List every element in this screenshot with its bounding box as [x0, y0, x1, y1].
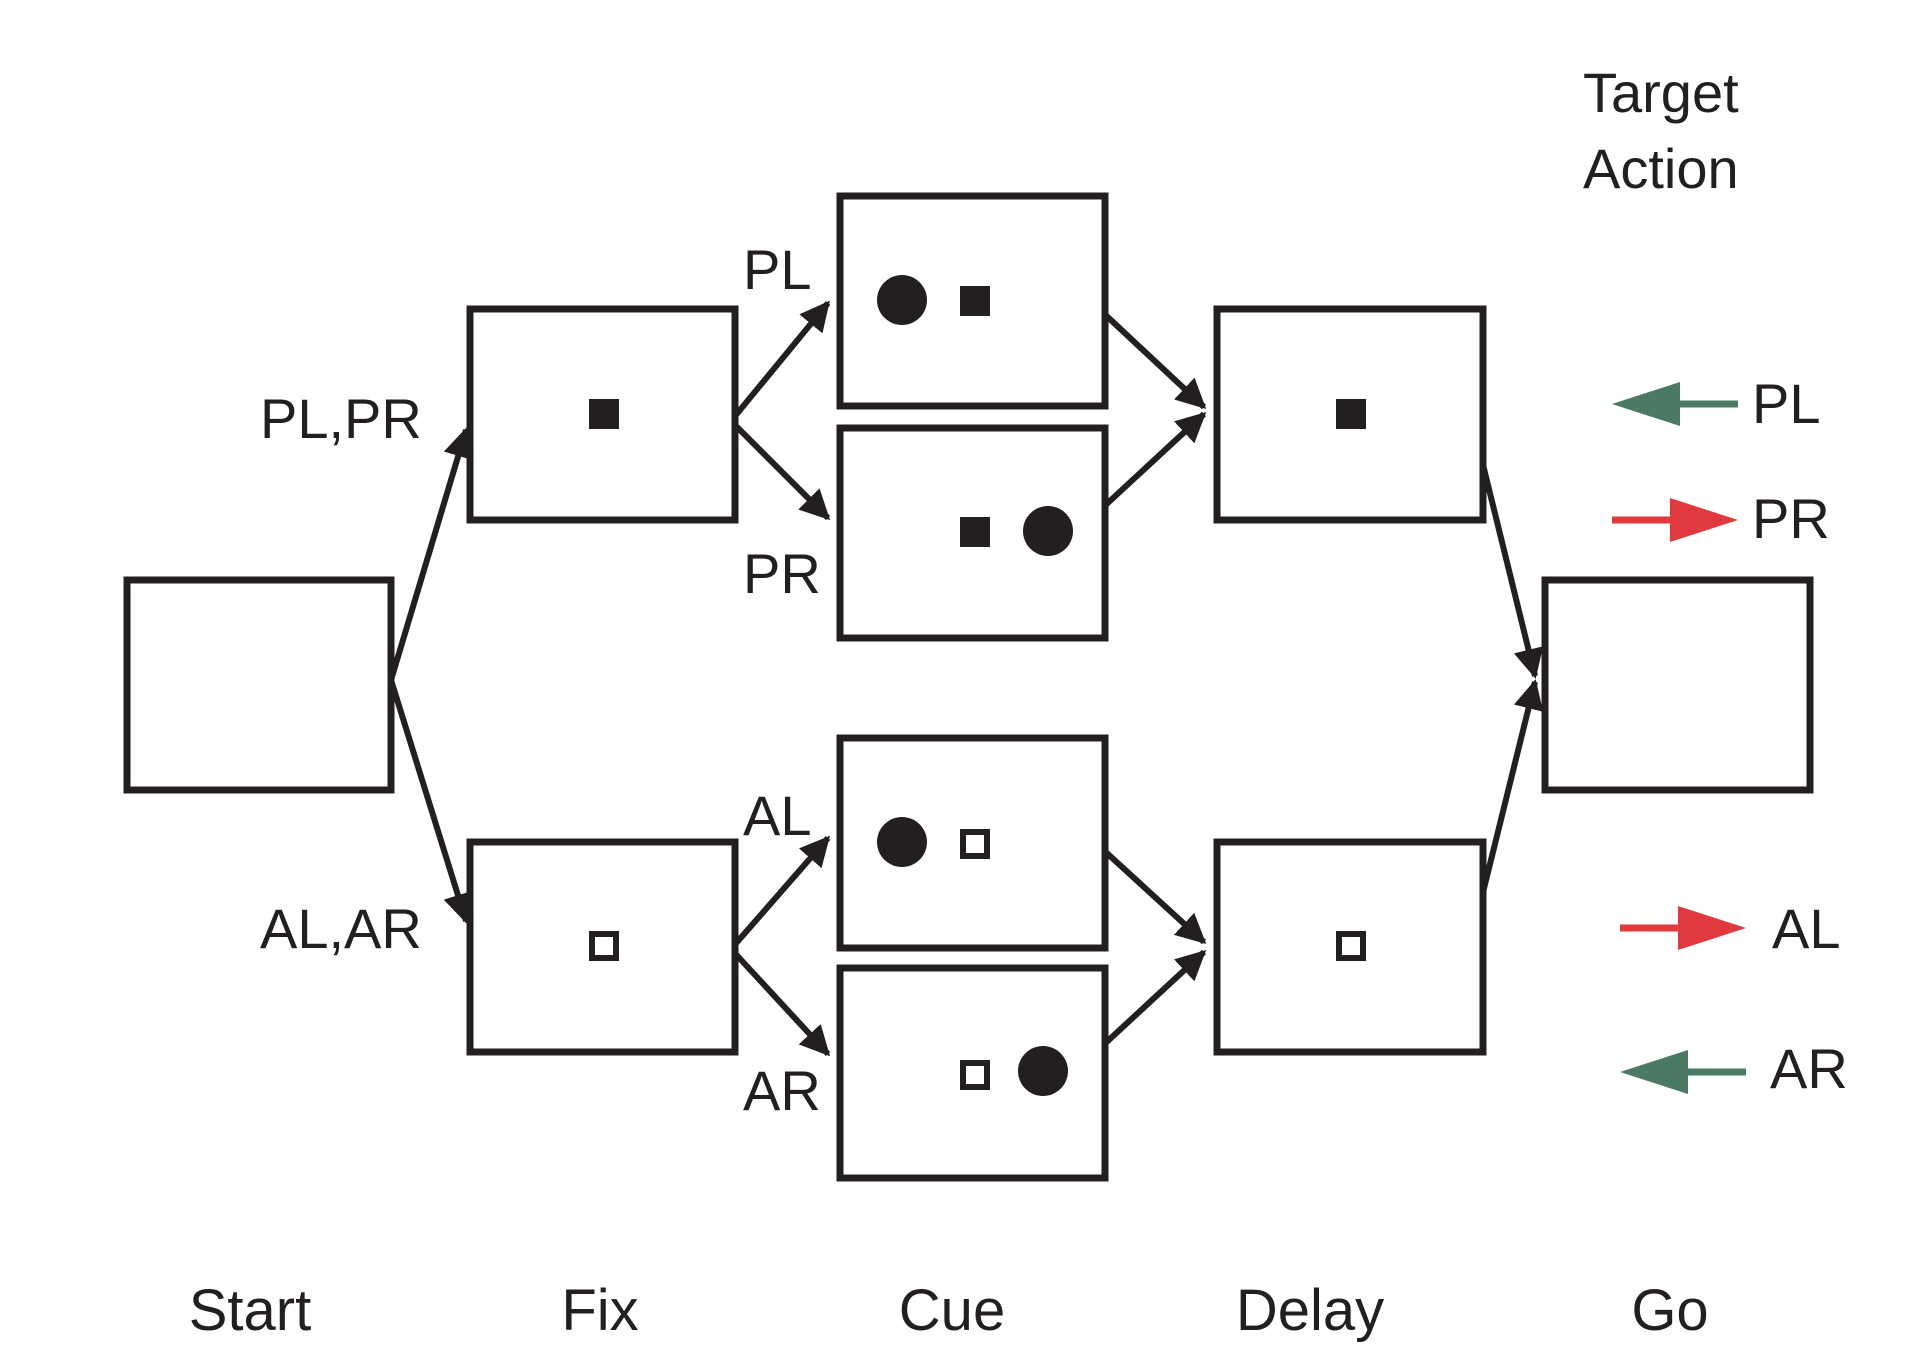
fixation-filled-square: [589, 399, 619, 429]
fixation-filled-square: [1336, 399, 1366, 429]
start-box: [123, 576, 395, 794]
branch-label-upper: PL,PR: [260, 387, 422, 450]
edge-start-fix-lower: [388, 679, 473, 924]
edge-cue-delay-al: [1095, 842, 1207, 945]
legend-arrow-pr: [1612, 498, 1738, 542]
go-box: [1541, 576, 1814, 794]
legend-arrow-head: [1612, 382, 1680, 426]
legend-label-ar: AR: [1770, 1037, 1848, 1100]
legend-arrow-head: [1670, 498, 1738, 542]
target-dot: [877, 817, 927, 867]
stage-label-fix: Fix: [561, 1278, 638, 1343]
edge-fix-cue-al: [728, 835, 831, 951]
legend-arrow-head: [1620, 1050, 1688, 1094]
stage-label-cue: Cue: [899, 1278, 1005, 1343]
edge-cue-delay-pl: [1095, 305, 1207, 410]
fixation-open-square: [1336, 931, 1366, 961]
fixation-open-square: [960, 829, 990, 859]
legend: PL PR AL AR: [1612, 372, 1848, 1100]
fixation-filled-square: [960, 286, 990, 316]
branch-label-lower: AL,AR: [260, 897, 422, 960]
fixation-open-square: [960, 1060, 990, 1090]
stage-label-start: Start: [189, 1278, 312, 1343]
cue-label-ar: AR: [743, 1059, 821, 1122]
target-dot: [1023, 506, 1073, 556]
legend-arrow-al: [1620, 906, 1746, 950]
header-target: Target: [1583, 61, 1739, 124]
stage-label-delay: Delay: [1236, 1278, 1384, 1343]
edge-fix-cue-ar: [728, 946, 831, 1057]
legend-arrow-ar: [1620, 1050, 1746, 1094]
header-action: Action: [1583, 137, 1739, 200]
legend-label-al: AL: [1772, 897, 1841, 960]
legend-label-pl: PL: [1752, 372, 1821, 435]
cue-label-pl: PL: [743, 238, 812, 301]
edge-start-fix-upper: [388, 427, 473, 681]
legend-arrow-head: [1678, 906, 1746, 950]
stage-label-go: Go: [1631, 1278, 1708, 1343]
fixation-filled-square: [960, 517, 990, 547]
edge-fix-cue-pl: [728, 300, 831, 423]
edge-cue-delay-pr: [1095, 411, 1207, 515]
legend-label-pr: PR: [1752, 487, 1830, 550]
fixation-open-square: [589, 931, 619, 961]
edge-cue-delay-ar: [1095, 949, 1207, 1053]
cue-label-pr: PR: [743, 542, 821, 605]
edge-fix-cue-pr: [728, 418, 831, 521]
legend-arrow-pl: [1612, 382, 1738, 426]
target-dot: [1018, 1046, 1068, 1096]
target-dot: [877, 275, 927, 325]
cue-label-al: AL: [743, 784, 812, 847]
